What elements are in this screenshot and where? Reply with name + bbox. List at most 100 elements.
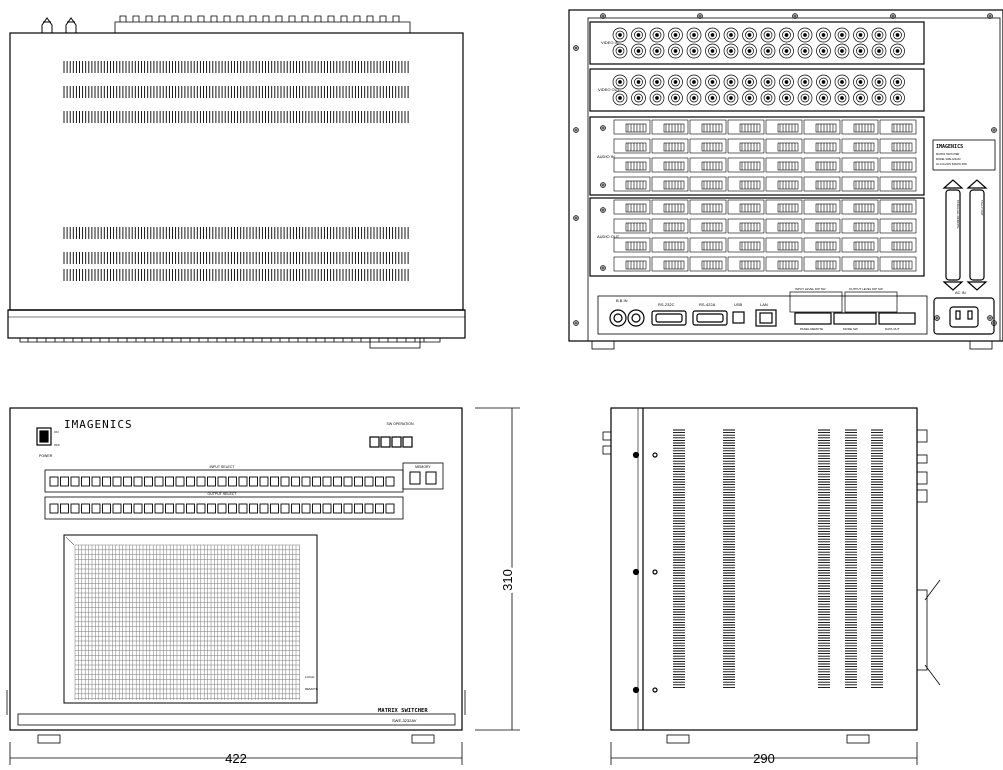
audio-terminal-block xyxy=(803,256,841,272)
data-out-connector xyxy=(878,312,916,325)
audio-terminal-block xyxy=(841,119,879,135)
sw-operation-button xyxy=(380,436,391,448)
select-button xyxy=(123,503,132,514)
parallel-remote-label: PARALLEL REMOTE xyxy=(956,200,960,229)
audio-terminal-block xyxy=(765,138,803,154)
select-button xyxy=(133,476,143,487)
audio-terminal-block xyxy=(689,157,727,173)
bnc-connector xyxy=(779,74,794,90)
power-switch[interactable] xyxy=(36,427,52,446)
ac-inlet xyxy=(949,306,979,328)
bnc-connector xyxy=(705,43,720,59)
audio-terminal-block xyxy=(689,176,727,192)
select-button xyxy=(217,476,227,487)
top-view-body xyxy=(9,32,464,311)
screw xyxy=(573,45,579,51)
width-dimension: 422 xyxy=(225,751,247,765)
select-button xyxy=(60,503,69,514)
vent-row xyxy=(63,86,409,98)
select-button xyxy=(280,476,290,487)
select-button xyxy=(343,476,353,487)
select-button xyxy=(322,503,332,514)
bnc-connector xyxy=(631,90,646,106)
screw xyxy=(987,13,993,19)
bnc-connector xyxy=(742,27,757,43)
select-button xyxy=(217,503,227,514)
select-button xyxy=(333,503,342,514)
audio-terminal-block xyxy=(803,199,841,215)
side-vent-column xyxy=(673,429,685,688)
select-button xyxy=(354,503,363,514)
select-button xyxy=(354,476,363,487)
depth-dimension: 290 xyxy=(753,751,775,765)
bnc-connector xyxy=(612,74,628,90)
bb-in-connector xyxy=(609,309,627,327)
select-button xyxy=(280,503,290,514)
lan-port xyxy=(755,309,777,327)
input-select-label: INPUT SELECT xyxy=(209,465,235,469)
audio-terminal-block xyxy=(727,218,765,234)
select-button xyxy=(238,476,248,487)
bnc-connector xyxy=(797,90,813,106)
select-button xyxy=(301,503,311,514)
power-off-label: OFF xyxy=(54,443,60,447)
audio-terminal-block xyxy=(879,176,917,192)
grid-corner xyxy=(65,536,75,546)
audio-terminal-block xyxy=(727,237,765,253)
audio-terminal-block xyxy=(841,176,879,192)
select-button xyxy=(175,476,185,487)
select-button xyxy=(333,476,342,487)
select-button xyxy=(270,476,279,487)
mode-sw xyxy=(833,312,877,325)
bnc-connector xyxy=(779,27,794,43)
audio-terminal-block xyxy=(689,199,727,215)
grid-lines xyxy=(74,544,300,700)
bnc-connector xyxy=(612,43,628,59)
audio-terminal-block xyxy=(841,237,879,253)
bnc-connector xyxy=(890,43,905,59)
screw xyxy=(987,315,993,321)
audio-terminal-block xyxy=(651,176,689,192)
bnc-connector xyxy=(834,74,850,90)
select-button xyxy=(291,503,300,514)
bnc-connector xyxy=(742,74,757,90)
bnc-connector xyxy=(871,74,887,90)
select-button xyxy=(207,476,216,487)
bnc-connector xyxy=(760,43,776,59)
tally-out-connector xyxy=(969,189,985,281)
bnc-connector xyxy=(686,27,702,43)
sw-operation-button xyxy=(369,436,380,448)
memory-load-button xyxy=(425,471,437,485)
vent-row xyxy=(63,269,409,281)
bnc-connector xyxy=(612,27,628,43)
audio-terminal-block xyxy=(765,256,803,272)
bnc-connector xyxy=(686,74,702,90)
audio-terminal-block xyxy=(841,218,879,234)
screw xyxy=(573,320,579,326)
audio-terminal-block xyxy=(727,199,765,215)
bnc-connector xyxy=(649,90,665,106)
screw xyxy=(600,13,606,19)
front-view xyxy=(6,407,466,744)
connector-outline xyxy=(114,15,411,33)
top-vents xyxy=(63,61,409,281)
screw xyxy=(991,320,997,326)
audio-terminal-block xyxy=(765,119,803,135)
select-button xyxy=(70,476,80,487)
rs232c-connector xyxy=(651,310,687,326)
audio-terminal-block xyxy=(879,237,917,253)
screw xyxy=(573,215,579,221)
bnc-connector xyxy=(668,27,683,43)
screw xyxy=(600,265,606,271)
audio-terminal-block xyxy=(613,218,651,234)
bnc-connector xyxy=(668,43,683,59)
screw xyxy=(573,127,579,133)
bnc-connector xyxy=(853,90,868,106)
bnc-connector xyxy=(649,27,665,43)
side-vents xyxy=(673,429,883,688)
bnc-connector xyxy=(871,27,887,43)
audio-terminal-block xyxy=(841,199,879,215)
audio-terminal-block xyxy=(803,157,841,173)
audio-terminal-block xyxy=(651,138,689,154)
